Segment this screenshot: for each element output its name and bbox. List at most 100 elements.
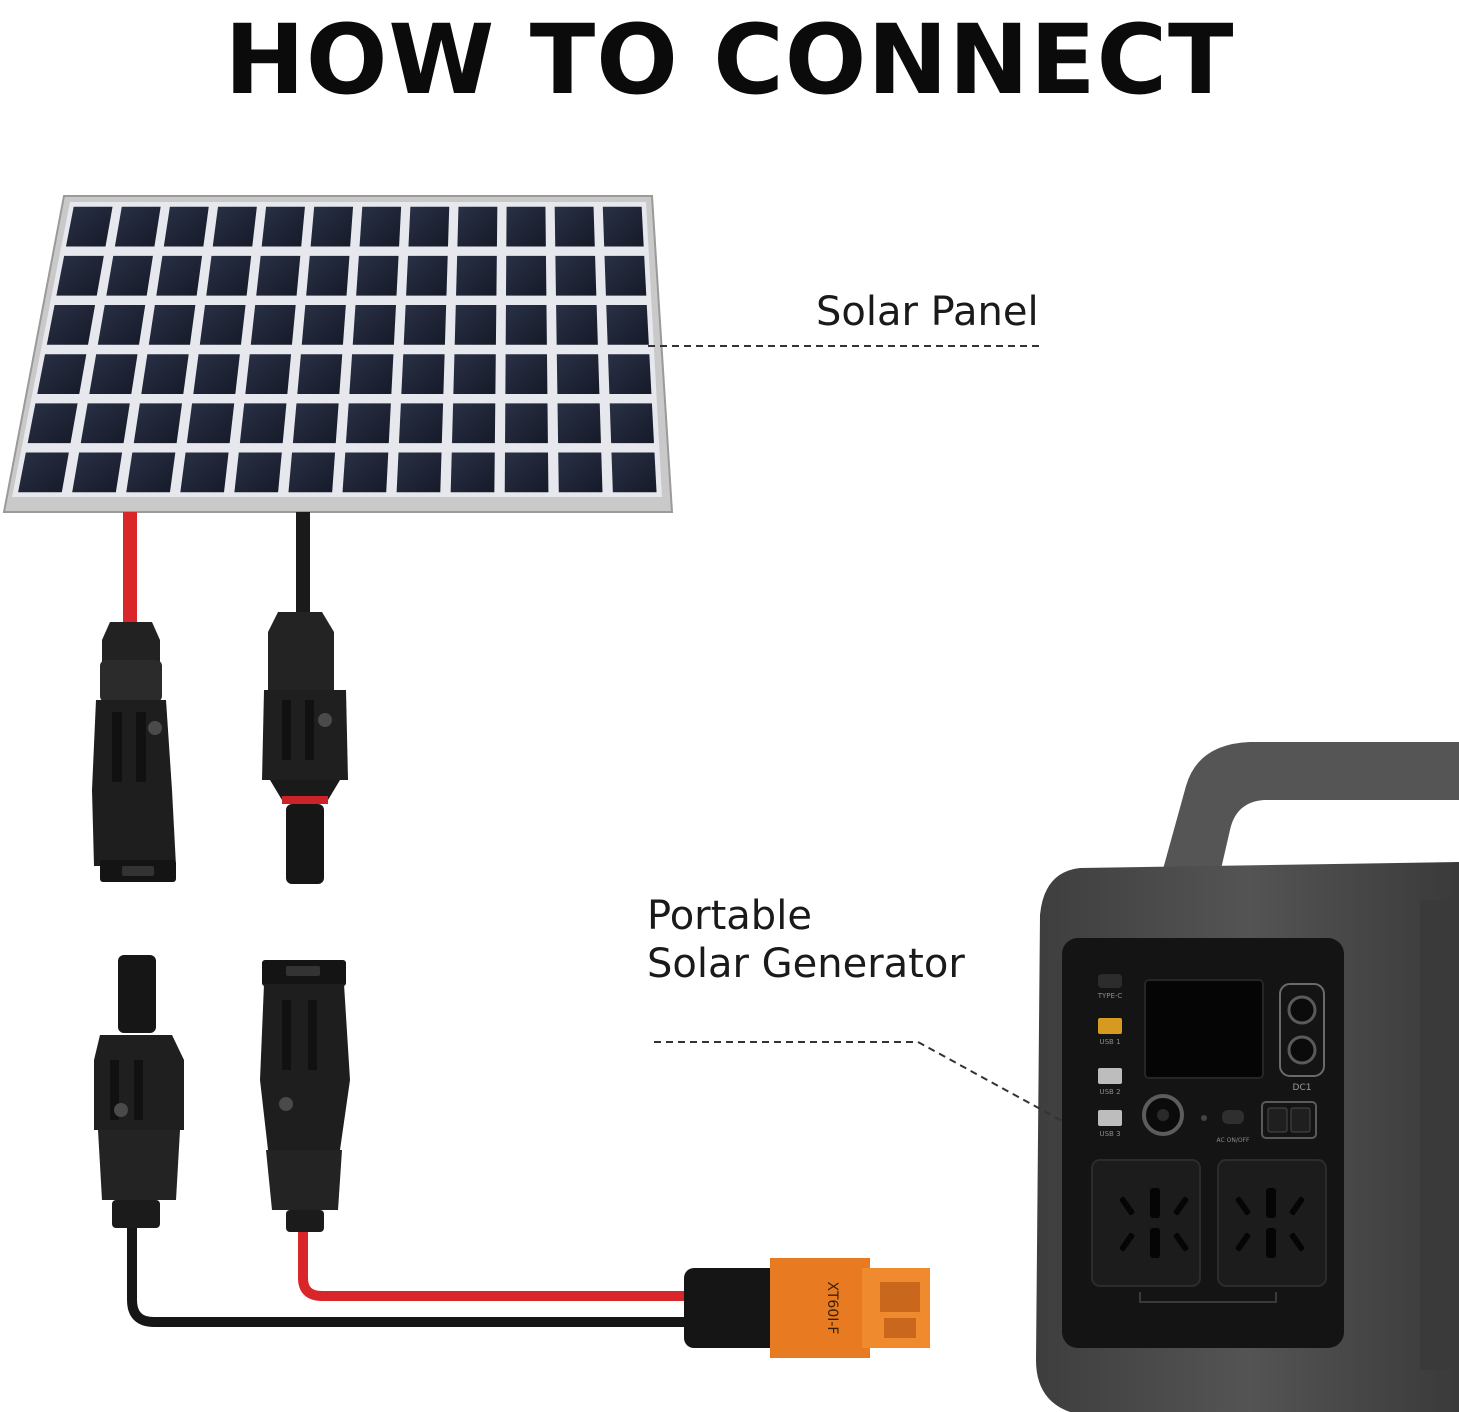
solar-panel-cells — [18, 206, 657, 493]
solar-cell — [556, 305, 598, 345]
generator-label-line2: Solar Generator — [647, 941, 965, 987]
solar-cell — [606, 305, 649, 345]
solar-cell — [349, 354, 394, 394]
solar-cell — [156, 255, 203, 296]
solar-cell — [558, 452, 603, 493]
solar-cell — [37, 354, 87, 394]
solar-cell — [18, 452, 69, 493]
solar-cell — [557, 403, 601, 444]
solar-cell — [148, 305, 196, 345]
page-title: HOW TO CONNECT — [224, 4, 1235, 116]
solar-cell — [288, 452, 336, 493]
solar-cell — [163, 206, 209, 247]
solar-cell — [609, 403, 654, 444]
solar-cell — [504, 452, 549, 493]
solar-cell — [250, 305, 296, 345]
solar-cell — [406, 255, 448, 296]
solar-cell — [65, 206, 113, 247]
solar-panel-label: Solar Panel — [816, 289, 1039, 335]
solar-cell — [607, 354, 652, 394]
solar-cell — [403, 305, 447, 345]
solar-cell — [292, 403, 339, 444]
dc-port-1 — [1287, 995, 1317, 1025]
solar-cell — [310, 206, 354, 247]
indicator-light — [1201, 1115, 1207, 1121]
generator-label-line1: Portable — [647, 893, 812, 939]
solar-cell — [506, 255, 547, 296]
solar-cell — [141, 354, 189, 394]
negative-cable-top — [296, 512, 310, 622]
solar-cell — [245, 354, 292, 394]
solar-cell — [556, 354, 600, 394]
solar-cell — [505, 305, 547, 345]
solar-cell — [450, 452, 495, 493]
solar-cell — [506, 206, 546, 247]
solar-cell — [27, 403, 78, 444]
solar-cell — [106, 255, 153, 296]
adapter-marking: XT60I-F — [824, 1282, 840, 1335]
mc4-male-connector-top — [262, 612, 348, 884]
solar-cell — [306, 255, 350, 296]
solar-cell — [457, 206, 498, 247]
solar-cell — [359, 206, 402, 247]
solar-cell — [396, 452, 442, 493]
solar-cell — [454, 305, 497, 345]
solar-cell — [604, 255, 647, 296]
solar-cell — [256, 255, 301, 296]
solar-cell — [239, 403, 287, 444]
positive-cable-bottom — [298, 1232, 690, 1301]
solar-cell — [114, 206, 161, 247]
solar-cell — [180, 452, 229, 493]
mc4-female-connector-top — [92, 622, 176, 882]
usb3-port-label: USB 3 — [1099, 1130, 1120, 1138]
solar-cell — [342, 452, 389, 493]
solar-cell — [186, 403, 235, 444]
solar-cell — [133, 403, 183, 444]
solar-cell — [261, 206, 305, 247]
solar-cell — [199, 305, 246, 345]
dc-port-label: DC1 — [1293, 1083, 1312, 1093]
solar-cell — [126, 452, 176, 493]
panel-cables — [123, 512, 310, 627]
ac-switch — [1222, 1110, 1244, 1124]
usb3-port — [1098, 1110, 1122, 1126]
solar-cell — [398, 403, 444, 444]
usb-c-port-label: TYPE-C — [1097, 992, 1123, 1000]
solar-cell — [97, 305, 146, 345]
usb1-port — [1098, 1018, 1122, 1034]
solar-cell — [46, 305, 96, 345]
ac-outlet-right — [1217, 1159, 1327, 1287]
usb1-port-label: USB 1 — [1099, 1038, 1120, 1046]
positive-cable-top — [123, 512, 137, 627]
solar-cell — [193, 354, 240, 394]
solar-cell — [505, 403, 548, 444]
ac-button-block — [1261, 1101, 1317, 1139]
negative-cable-bottom — [127, 1228, 690, 1327]
xt60-adapter: XT60I-F — [684, 1258, 930, 1358]
generator-display — [1144, 979, 1264, 1079]
solar-cell — [452, 403, 496, 444]
solar-panel — [2, 195, 674, 513]
solar-cell — [408, 206, 450, 247]
mc4-male-connector-bottom — [94, 955, 184, 1228]
solar-cell — [72, 452, 123, 493]
adapter-cables — [127, 1228, 690, 1327]
solar-cell — [212, 206, 257, 247]
solar-cell — [453, 354, 496, 394]
solar-cell — [352, 305, 397, 345]
usb-c-port — [1098, 974, 1122, 988]
mc4-female-connector-bottom — [260, 960, 350, 1232]
solar-cell — [456, 255, 497, 296]
solar-cell — [80, 403, 130, 444]
solar-cell — [611, 452, 657, 493]
portable-generator: TYPE-C USB 1 USB 2 USB 3 DC1 AC ON/OFF — [1036, 742, 1459, 1412]
solar-cell — [602, 206, 644, 247]
solar-cell — [555, 255, 597, 296]
usb2-port-label: USB 2 — [1099, 1088, 1120, 1096]
dc-port-2 — [1287, 1035, 1317, 1065]
solar-cell — [401, 354, 445, 394]
solar-cell — [89, 354, 138, 394]
ac-switch-label: AC ON/OFF — [1217, 1137, 1251, 1144]
